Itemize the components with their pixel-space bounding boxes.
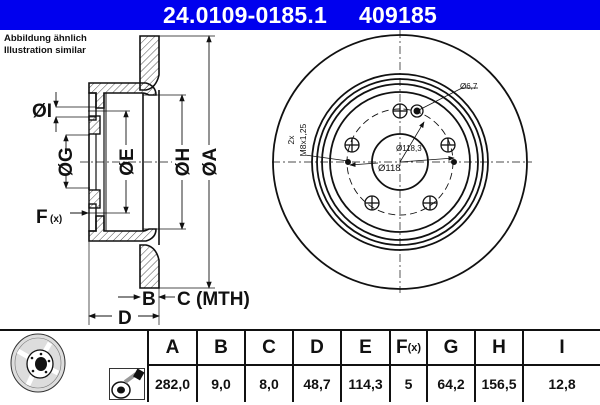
header-f-letter: F [395, 336, 408, 358]
value-d: 48,7 [292, 366, 340, 402]
label-b: B [142, 289, 156, 310]
technical-drawing: ØI ØG ØE ØH ØA F (x) B C (MTH) D [32, 30, 532, 329]
note-de: Abbildung ähnlich [4, 33, 87, 44]
side-labels: ØI ØG ØE ØH ØA F (x) B C (MTH) D [32, 101, 250, 329]
spray-coating-icon [109, 368, 145, 400]
bolt-holes [344, 103, 456, 211]
header-c: C [244, 331, 292, 366]
label-d: D [118, 308, 132, 329]
header-h: H [474, 331, 522, 366]
header-d: D [292, 331, 340, 366]
dimensions-table: A B C D E F(x) G H I 282,0 9,0 8,0 48,7 … [0, 329, 600, 402]
note-en: Illustration similar [4, 45, 86, 56]
value-h: 156,5 [474, 366, 522, 402]
header-f-sub: (x) [407, 341, 422, 354]
label-dia-a: ØA [200, 147, 221, 176]
brake-disc-icon [10, 333, 66, 393]
label-thread-spec: M8x1,25 [298, 123, 308, 156]
label-f: F [36, 207, 48, 228]
label-c: C (MTH) [177, 289, 250, 310]
illustration-note: Abbildung ähnlich Illustration similar [4, 33, 87, 57]
header-b: B [196, 331, 244, 366]
value-g: 64,2 [426, 366, 474, 402]
label-hole-dia: Ø6,7 [460, 82, 478, 91]
value-a: 282,0 [147, 366, 196, 402]
table-image-cell [0, 331, 147, 402]
front-labels: Ø6,7 Ø118,3 Ø118 2x M8x1,25 [286, 82, 478, 174]
label-f-sub: (x) [50, 214, 62, 225]
value-i: 12,8 [522, 366, 600, 402]
label-thread-qty: 2x [286, 135, 296, 145]
value-b: 9,0 [196, 366, 244, 402]
value-e: 114,3 [340, 366, 389, 402]
short-number: 409185 [359, 1, 437, 28]
side-section-view [53, 35, 215, 325]
header-e: E [340, 331, 389, 366]
title-bar: 24.0109-0185.1 409185 [0, 0, 600, 30]
header-a: A [147, 331, 196, 366]
label-pcd-1: Ø118,3 [396, 144, 422, 153]
part-number: 24.0109-0185.1 [163, 1, 327, 28]
label-dia-g: ØG [56, 147, 77, 177]
header-g: G [426, 331, 474, 366]
label-dia-i: ØI [32, 101, 52, 122]
label-dia-h: ØH [173, 148, 194, 177]
front-disc-view [272, 30, 532, 293]
value-f: 5 [389, 366, 426, 402]
label-pcd-2: Ø118 [378, 163, 401, 174]
header-i: I [522, 331, 600, 366]
label-dia-e: ØE [117, 148, 138, 175]
value-c: 8,0 [244, 366, 292, 402]
header-f: F(x) [389, 331, 426, 366]
